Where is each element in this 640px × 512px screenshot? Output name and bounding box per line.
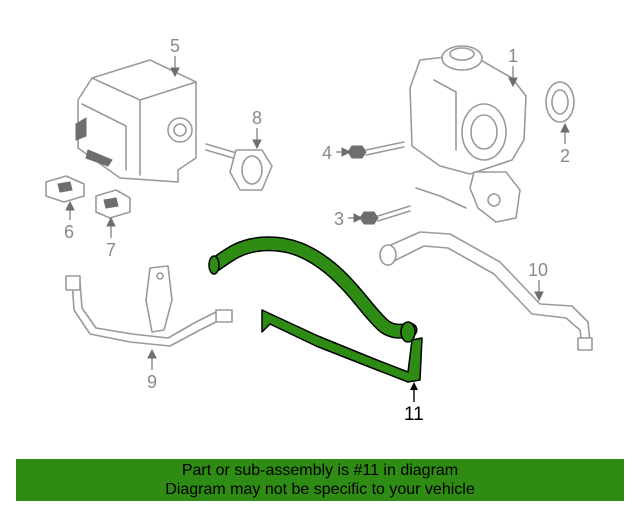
callout-3: 3 [334, 209, 364, 229]
part-10-return-hose[interactable] [379, 231, 593, 351]
part-6-clip[interactable] [45, 175, 85, 203]
svg-text:11: 11 [404, 404, 424, 425]
svg-text:5: 5 [170, 36, 180, 56]
svg-text:1: 1 [508, 46, 518, 66]
callout-6: 6 [64, 200, 75, 242]
part-11-hose-highlight[interactable] [208, 236, 423, 383]
part-7-clip[interactable] [95, 189, 131, 219]
callout-5: 5 [170, 36, 180, 78]
part-5-reservoir[interactable] [75, 59, 197, 183]
svg-text:3: 3 [334, 209, 344, 229]
callout-1: 1 [508, 46, 518, 88]
svg-text:10: 10 [528, 260, 548, 280]
part-8-cap[interactable] [205, 143, 273, 191]
callout-8: 8 [252, 108, 262, 150]
info-banner: Part or sub-assembly is #11 in diagram D… [16, 459, 624, 501]
svg-text:8: 8 [252, 108, 262, 128]
banner-line-2: Diagram may not be specific to your vehi… [165, 481, 475, 498]
svg-text:9: 9 [147, 372, 157, 392]
svg-text:7: 7 [106, 240, 116, 260]
part-1-pump[interactable] [409, 45, 527, 223]
svg-text:4: 4 [322, 143, 332, 163]
part-3-bolt[interactable] [359, 187, 467, 225]
part-2-seal[interactable] [545, 81, 575, 123]
banner-line-1: Part or sub-assembly is #11 in diagram [181, 462, 459, 479]
part-4-bolt[interactable] [347, 141, 405, 159]
callout-4: 4 [322, 143, 352, 163]
svg-text:6: 6 [64, 222, 74, 242]
svg-text:2: 2 [560, 146, 570, 166]
callout-2: 2 [560, 122, 570, 166]
callout-7: 7 [106, 216, 116, 260]
callout-10: 10 [528, 260, 548, 302]
part-9-pressure-hose[interactable] [65, 265, 233, 347]
callout-9: 9 [147, 348, 157, 392]
callout-11: 11 [404, 382, 424, 425]
